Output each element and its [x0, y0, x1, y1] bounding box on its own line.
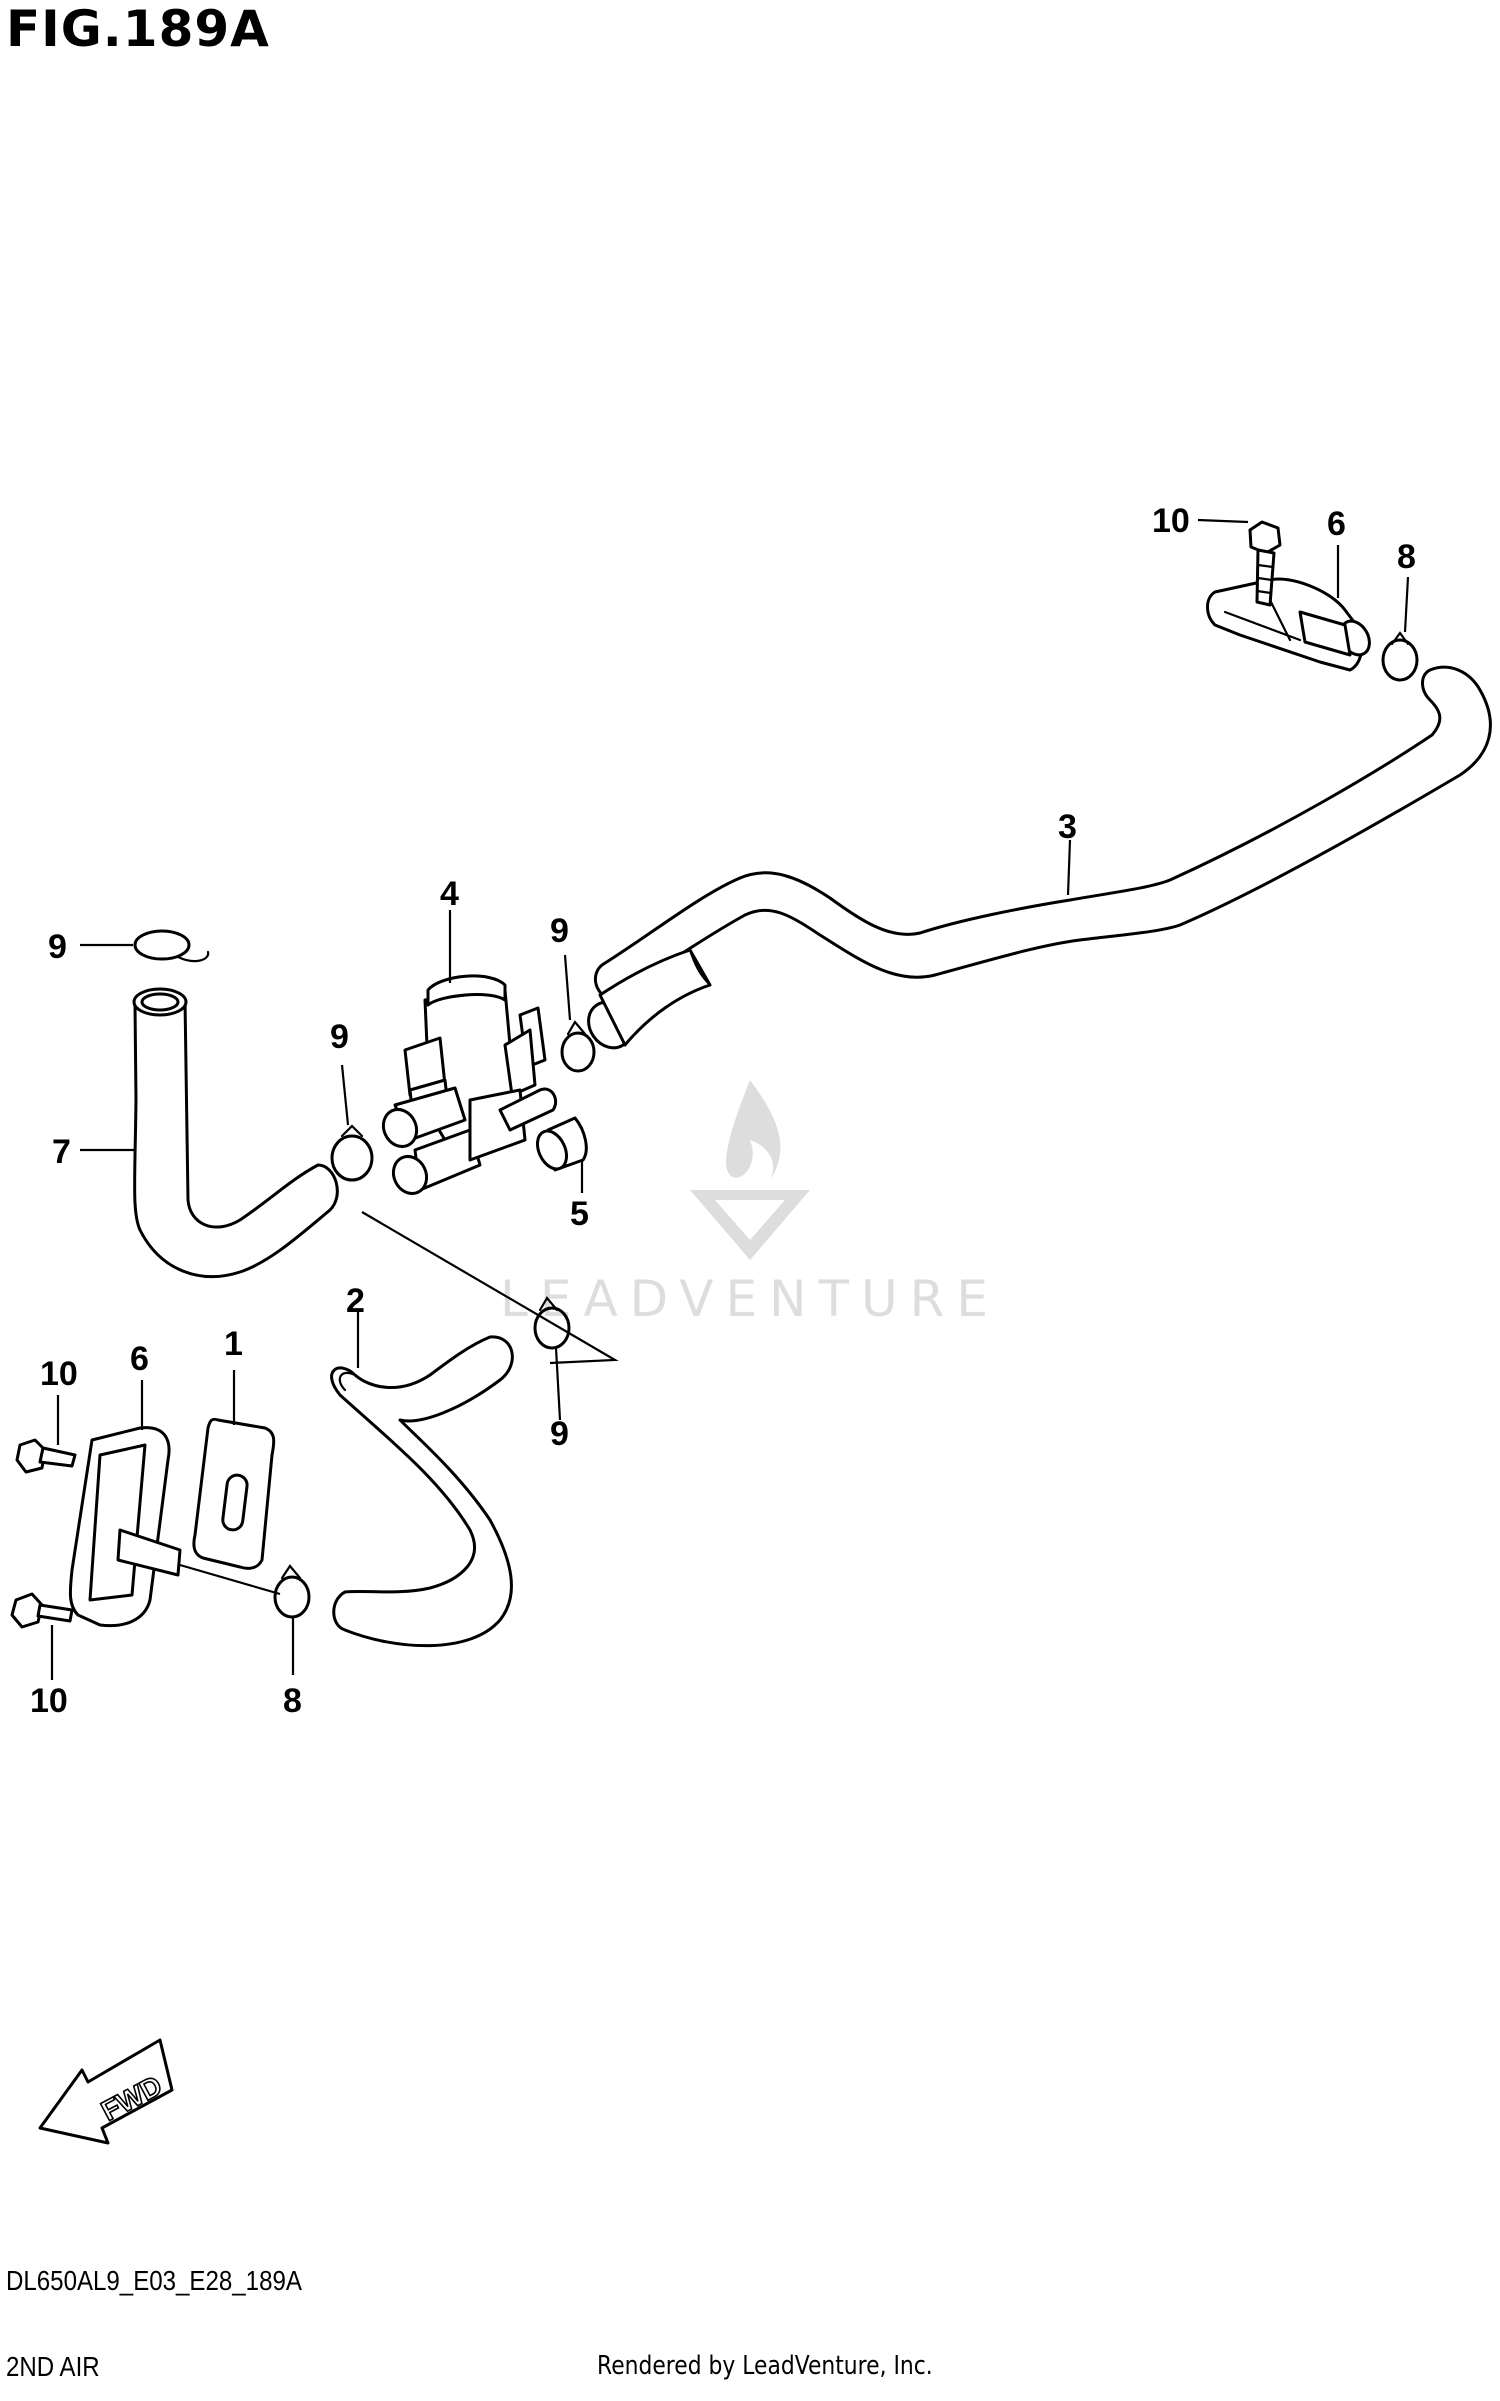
callout-10-left-upper: 10 [40, 1355, 78, 1393]
assembly-line-lower [179, 1563, 281, 1596]
hose-part-3[interactable] [580, 665, 1492, 1056]
render-credit: Rendered by LeadVenture, Inc. [597, 2351, 933, 2381]
callout-7: 7 [52, 1133, 71, 1171]
callout-1: 1 [224, 1325, 243, 1363]
reed-valve-cover-top[interactable] [1206, 577, 1376, 672]
bolt-part-10-left-lower[interactable] [10, 1592, 74, 1629]
clamp-part-9-left[interactable] [133, 929, 210, 963]
callout-3: 3 [1058, 808, 1077, 846]
clamp-part-9-center[interactable] [330, 1124, 374, 1182]
callout-4: 4 [440, 875, 459, 913]
reed-valve-part-1[interactable] [192, 1417, 276, 1570]
model-code: DL650AL9_E03_E28_189A [6, 2265, 302, 2296]
callout-9-left: 9 [48, 928, 67, 966]
callout-6-left: 6 [130, 1340, 149, 1378]
bolt-part-10-left-upper[interactable] [15, 1438, 77, 1474]
section-name: 2ND AIR [6, 2351, 100, 2382]
air-control-valve-part-4[interactable] [377, 974, 558, 1199]
cap-part-5[interactable] [532, 1116, 588, 1174]
leader-lines [50, 518, 1410, 1680]
callout-10-left-lower: 10 [30, 1682, 68, 1720]
hose-part-2[interactable] [330, 1335, 514, 1648]
reed-valve-cover-left[interactable] [68, 1426, 182, 1628]
bolt-part-10-top[interactable] [1248, 520, 1282, 607]
clamp-part-8-bottom[interactable] [273, 1564, 311, 1619]
callout-8-top: 8 [1397, 538, 1416, 576]
callout-9-center: 9 [330, 1018, 349, 1056]
callout-2: 2 [346, 1282, 365, 1320]
callout-10-top: 10 [1152, 502, 1190, 540]
callout-9-upper: 9 [550, 912, 569, 950]
callout-6-top: 6 [1327, 505, 1346, 543]
assembly-line-upper [361, 1211, 619, 1365]
hose-part-7[interactable] [132, 987, 339, 1279]
callout-9-lower: 9 [550, 1415, 569, 1453]
callout-8-bottom: 8 [283, 1682, 302, 1720]
figure-title: FIG.189A [6, 0, 270, 58]
clamp-part-8-top[interactable] [1381, 631, 1419, 682]
clamp-part-9-upper[interactable] [560, 1020, 596, 1073]
fwd-arrow-icon: FWD [38, 2038, 174, 2145]
callout-5: 5 [570, 1195, 589, 1233]
